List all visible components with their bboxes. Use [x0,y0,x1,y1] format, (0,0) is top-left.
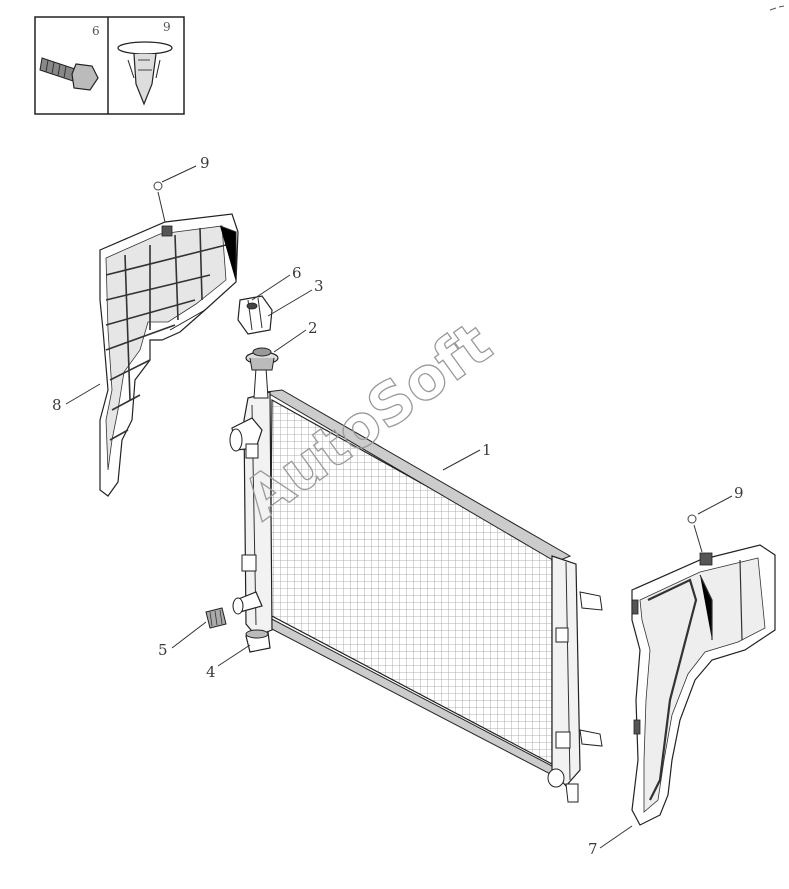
callout-clip-left: 9 [200,154,210,172]
callout-upper-bracket: 3 [314,277,324,295]
callout-clip-right: 9 [734,484,744,502]
left-air-deflector [99,213,239,497]
right-air-deflector [631,544,776,826]
callout-right-air-deflector: 7 [588,840,598,858]
callout-bracket-bolt: 6 [292,264,302,282]
leader-lines [65,165,733,849]
parts-inset-box: 6 9 [34,16,185,115]
clip-left [153,181,163,191]
drain-plug-cap [245,629,271,653]
clip-right [687,514,697,524]
clip-illustration [117,41,173,106]
mount-bushing [245,347,279,371]
corner-mark [769,5,785,11]
inset-label-clip: 9 [163,20,171,34]
drain-plug [205,607,227,629]
bolt-illustration [39,57,99,91]
callout-radiator: 1 [482,441,492,459]
inset-label-bolt: 6 [92,24,100,38]
upper-bracket [237,295,273,335]
callout-drain-plug: 5 [158,641,168,659]
callout-drain-plug-cap: 4 [206,663,216,681]
radiator [229,367,603,803]
callout-left-air-deflector: 8 [52,396,62,414]
callout-mount-bushing: 2 [308,319,318,337]
